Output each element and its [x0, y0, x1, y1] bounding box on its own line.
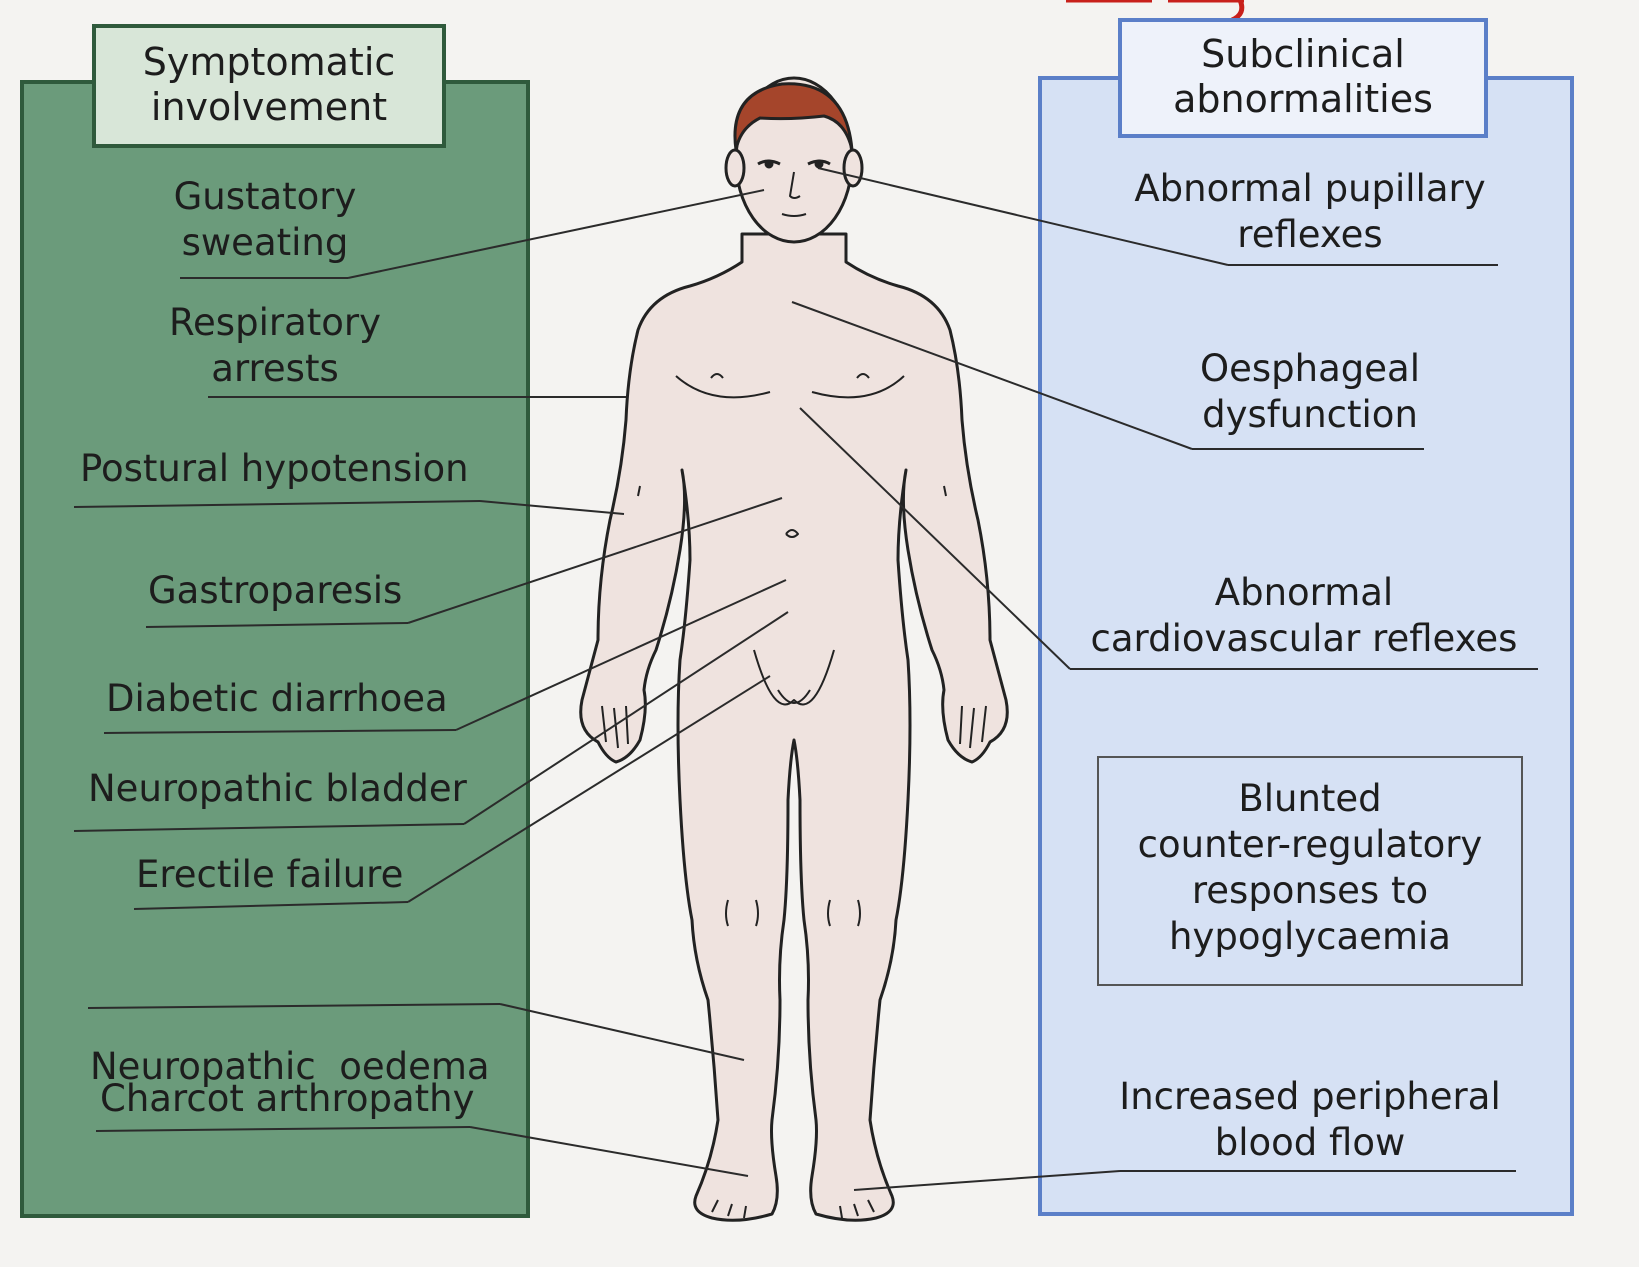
label-line: Neuropathic bladder [88, 766, 467, 812]
left-header-title: Symptomatic involvement [94, 40, 444, 130]
label-neuropathic-oedema: Neuropathic oedema [90, 952, 490, 1182]
label-increased-peripheral-blood-flow: Increased peripheral blood flow [1100, 1074, 1520, 1166]
label-line: blood flow [1100, 1120, 1520, 1166]
left-header-line-1: Symptomatic [94, 40, 444, 85]
label-respiratory-arrests: Respiratory arrests [150, 300, 400, 392]
label-erectile-failure: Erectile failure [136, 852, 403, 898]
left-header-line-2: involvement [94, 85, 444, 130]
label-line: counter-regulatory [1098, 822, 1522, 868]
label-line: sweating [160, 220, 370, 266]
label-abnormal-pupillary-reflexes: Abnormal pupillary reflexes [1110, 166, 1510, 258]
right-header-line-2: abnormalities [1120, 77, 1486, 122]
label-line: Blunted [1098, 776, 1522, 822]
label-line: Oesphageal [1150, 346, 1470, 392]
label-postural-hypotension: Postural hypotension [80, 446, 469, 492]
label-oesphageal-dysfunction: Oesphageal dysfunction [1150, 346, 1470, 438]
label-line: reflexes [1110, 212, 1510, 258]
label-line: Abnormal pupillary [1110, 166, 1510, 212]
label-gustatory-sweating: Gustatory sweating [160, 174, 370, 266]
label-line: Increased peripheral [1100, 1074, 1520, 1120]
label-diabetic-diarrhoea: Diabetic diarrhoea [106, 676, 448, 722]
label-line: Abnormal [1076, 570, 1532, 616]
label-line: Respiratory [150, 300, 400, 346]
human-figure [581, 78, 1008, 1220]
label-blunted-counter-regulatory: Blunted counter-regulatory responses to … [1098, 776, 1522, 960]
label-line: dysfunction [1150, 392, 1470, 438]
label-line: cardiovascular reflexes [1076, 616, 1532, 662]
label-line: Charcot arthropathy [100, 1076, 475, 1122]
label-gastroparesis: Gastroparesis [148, 568, 402, 614]
red-title-fragment [1066, 0, 1244, 20]
label-line: Gastroparesis [148, 568, 402, 614]
label-line: Gustatory [160, 174, 370, 220]
label-line: hypoglycaemia [1098, 914, 1522, 960]
label-line: responses to [1098, 868, 1522, 914]
right-header-title: Subclinical abnormalities [1120, 32, 1486, 122]
right-header-line-1: Subclinical [1120, 32, 1486, 77]
label-line: arrests [150, 346, 400, 392]
label-line: Erectile failure [136, 852, 403, 898]
label-line: Postural hypotension [80, 446, 469, 492]
label-line: Diabetic diarrhoea [106, 676, 448, 722]
label-neuropathic-bladder: Neuropathic bladder [88, 766, 467, 812]
label-charcot-arthropathy: Charcot arthropathy [100, 1076, 475, 1122]
label-abnormal-cardiovascular-reflexes: Abnormal cardiovascular reflexes [1076, 570, 1532, 662]
